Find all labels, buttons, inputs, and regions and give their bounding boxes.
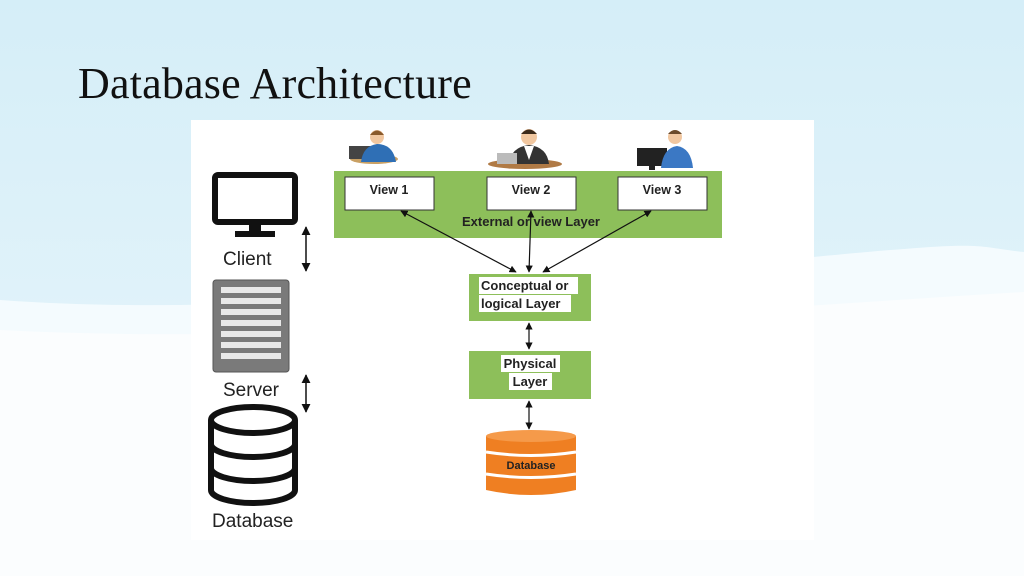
- view-1-label: View 1: [370, 183, 409, 197]
- storage-database-label: Database: [507, 460, 556, 472]
- conceptual-layer-line2: logical Layer: [481, 296, 560, 311]
- database-label: Database: [212, 511, 293, 532]
- physical-layer-line1: Physical: [504, 356, 557, 371]
- user-at-computer-icon: [637, 130, 693, 170]
- database-storage-icon: [485, 430, 577, 495]
- view-1-box: [344, 176, 435, 211]
- view2-conceptual-arrow: [525, 210, 535, 273]
- architecture-figure: Client Server Database: [191, 120, 814, 540]
- conceptual-layer-line1: Conceptual or: [481, 278, 568, 293]
- conceptual-line2-bg: [479, 295, 571, 312]
- client-label: Client: [223, 249, 272, 270]
- slide-title: Database Architecture: [78, 59, 472, 108]
- conceptual-line1-bg: [479, 277, 578, 294]
- view-2-label: View 2: [512, 183, 551, 197]
- view-3-box: [617, 176, 708, 211]
- user-at-computer-icon: [349, 130, 398, 164]
- physical-line2-bg: [509, 373, 552, 390]
- user-at-computer-icon: [488, 129, 562, 169]
- view1-conceptual-arrow: [400, 210, 517, 273]
- monitor-icon: [212, 172, 298, 237]
- view-2-box: [486, 176, 577, 211]
- physical-line1-bg: [501, 355, 560, 372]
- server-label: Server: [223, 380, 280, 401]
- server-rack-icon: [212, 279, 290, 373]
- view3-conceptual-arrow: [542, 210, 652, 273]
- physical-layer-line2: Layer: [513, 374, 548, 389]
- view-3-label: View 3: [643, 183, 682, 197]
- database-cylinder-icon: [208, 404, 298, 506]
